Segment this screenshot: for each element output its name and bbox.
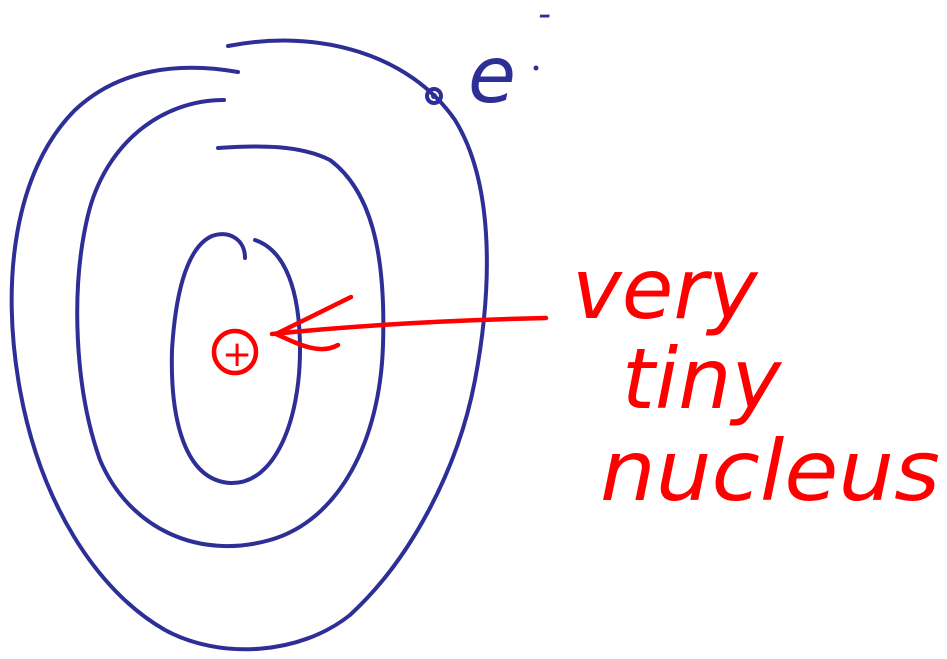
middle-orbit [75,98,386,549]
nucleus-label-line3: nucleus [600,422,940,520]
nucleus-symbol: + [222,334,252,375]
electron-label-dot [533,65,539,71]
nucleus-label-line2: tiny [622,330,783,428]
electron-label: e [468,31,516,121]
electron-dot [425,87,443,105]
electron-dot-fill [431,93,437,99]
electron-charge-label: - [538,0,551,35]
arrow-left-icon [269,294,549,352]
nucleus-label-line1: very [572,240,759,338]
outer-orbit [9,38,489,652]
nucleus-icon: + [211,328,259,376]
